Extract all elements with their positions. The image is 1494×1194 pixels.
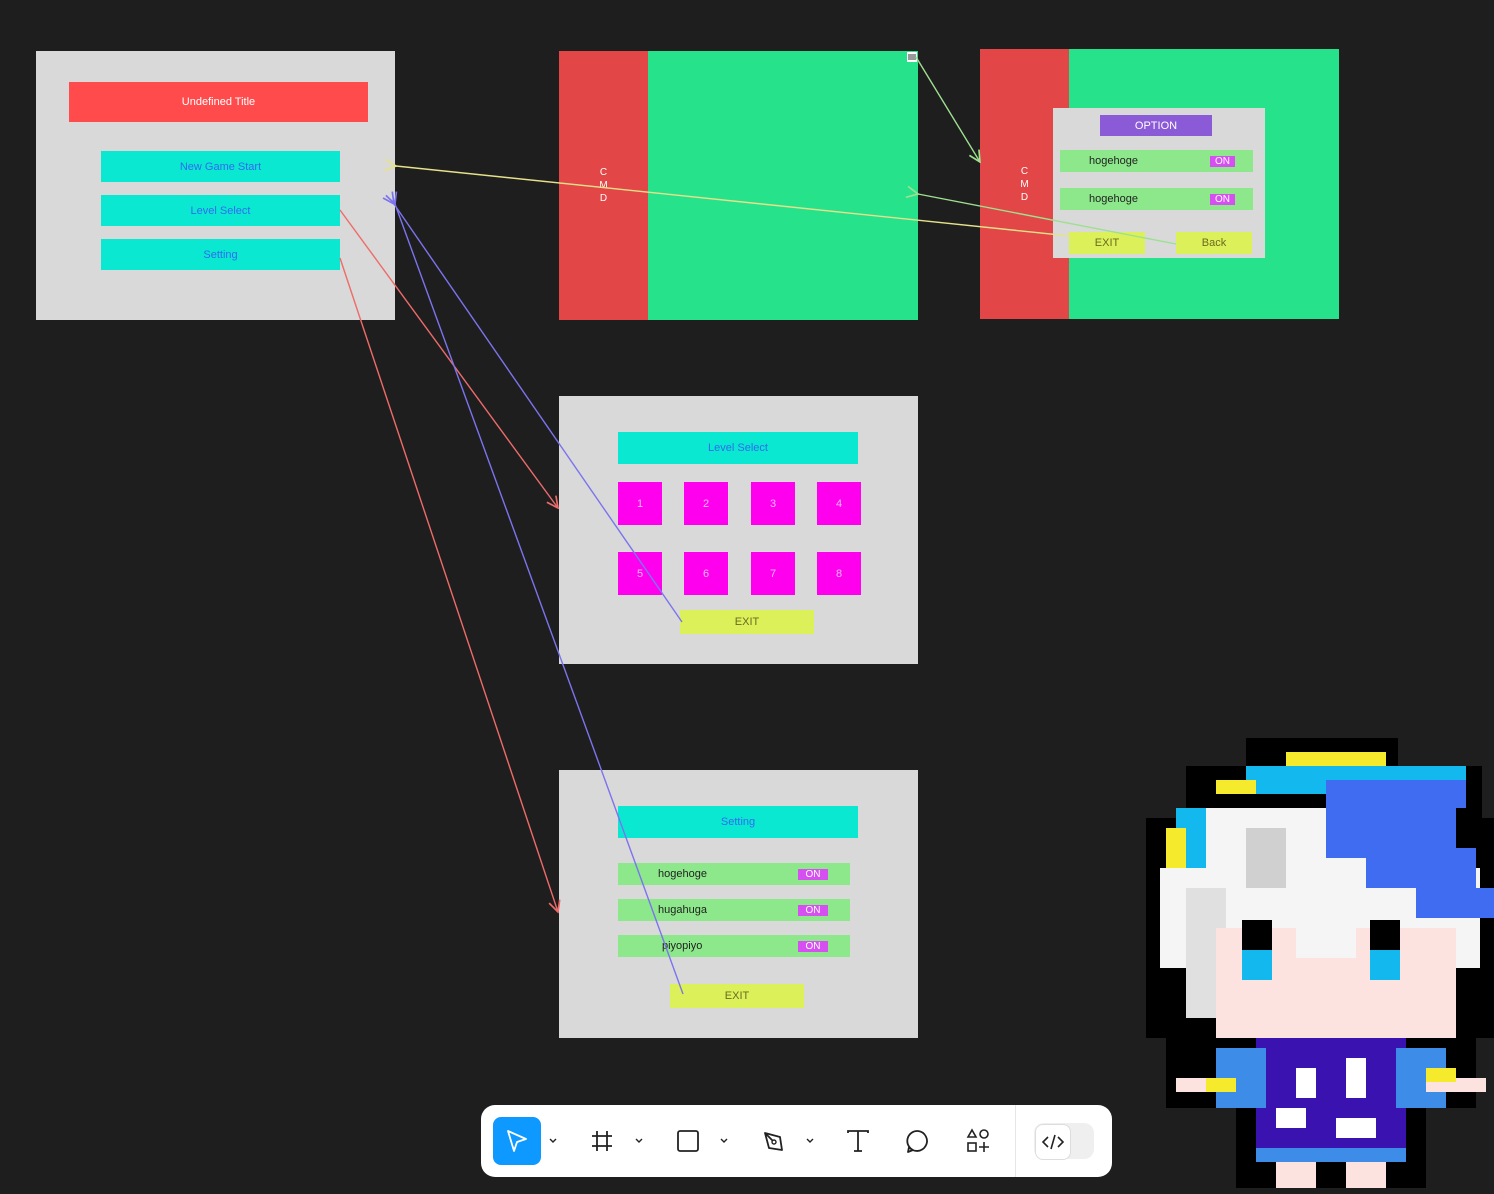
comment-icon <box>906 1130 928 1153</box>
cursor-icon <box>507 1130 527 1152</box>
chevron-down-icon[interactable] <box>804 1135 816 1147</box>
option-row[interactable]: hogehoge ON <box>1060 150 1253 172</box>
menu-icon[interactable] <box>907 52 917 62</box>
game-screen-frame[interactable]: C M D <box>559 51 918 320</box>
level-select-header: Level Select <box>618 432 858 464</box>
frame-tool-button[interactable] <box>578 1117 626 1165</box>
title-banner: Undefined Title <box>69 82 368 122</box>
level-select-button[interactable]: Level Select <box>101 195 340 226</box>
rectangle-icon <box>677 1130 699 1152</box>
pen-tool-button[interactable] <box>749 1117 797 1165</box>
code-icon <box>1041 1134 1065 1150</box>
setting-button[interactable]: Setting <box>101 239 340 270</box>
chevron-down-icon[interactable] <box>718 1135 730 1147</box>
setting-row-label: hogehoge <box>658 868 707 880</box>
level-7-button[interactable]: 7 <box>751 552 795 595</box>
cmd-label: C M D <box>1020 165 1029 203</box>
chevron-down-icon[interactable] <box>547 1135 559 1147</box>
option-exit-button[interactable]: EXIT <box>1069 232 1145 254</box>
setting-row-label: hugahuga <box>658 904 707 916</box>
cmd-panel: C M D <box>559 51 648 320</box>
level-2-button[interactable]: 2 <box>684 482 728 525</box>
cmd-label: C M D <box>599 167 608 204</box>
setting-row[interactable]: hugahuga ON <box>618 899 850 921</box>
rectangle-tool-button[interactable] <box>664 1117 712 1165</box>
level-1-button[interactable]: 1 <box>618 482 662 525</box>
setting-row-label: piyopiyo <box>662 940 703 952</box>
dev-mode-toggle[interactable] <box>1034 1123 1094 1160</box>
frame-icon <box>592 1131 612 1151</box>
title-screen-frame[interactable]: Undefined Title New Game Start Level Sel… <box>36 51 395 320</box>
level-exit-button[interactable]: EXIT <box>680 610 814 634</box>
option-header: OPTION <box>1100 115 1212 136</box>
level-4-button[interactable]: 4 <box>817 482 861 525</box>
link-menu-to-option <box>915 56 980 162</box>
shapes-plus-icon <box>966 1128 989 1152</box>
on-toggle[interactable]: ON <box>798 869 828 880</box>
pen-icon <box>764 1132 783 1151</box>
text-tool-button[interactable] <box>834 1117 882 1165</box>
level-6-button[interactable]: 6 <box>684 552 728 595</box>
bottom-toolbar <box>481 1105 1112 1177</box>
dev-mode-button[interactable] <box>1035 1124 1071 1160</box>
setting-exit-button[interactable]: EXIT <box>670 984 804 1008</box>
link-setting <box>339 257 558 912</box>
option-row[interactable]: hogehoge ON <box>1060 188 1253 210</box>
option-back-button[interactable]: Back <box>1176 232 1252 254</box>
setting-row[interactable]: piyopiyo ON <box>618 935 850 957</box>
level-5-button[interactable]: 5 <box>618 552 662 595</box>
text-icon <box>847 1130 869 1152</box>
option-row-label: hogehoge <box>1089 193 1138 205</box>
option-row-label: hogehoge <box>1089 155 1138 167</box>
toolbar-divider <box>1015 1105 1016 1177</box>
actions-tool-button[interactable] <box>954 1117 1002 1165</box>
level-select-frame[interactable]: Level Select 1 2 3 4 5 6 7 8 EXIT <box>559 396 918 664</box>
on-toggle[interactable]: ON <box>1210 156 1235 167</box>
setting-header: Setting <box>618 806 858 838</box>
on-toggle[interactable]: ON <box>798 905 828 916</box>
setting-row[interactable]: hogehoge ON <box>618 863 850 885</box>
option-screen-frame[interactable]: C M D OPTION hogehoge ON hogehoge ON EXI… <box>980 49 1339 319</box>
level-3-button[interactable]: 3 <box>751 482 795 525</box>
move-tool-button[interactable] <box>493 1117 541 1165</box>
pixel-character-sticker <box>1146 738 1494 1188</box>
comment-tool-button[interactable] <box>894 1117 942 1165</box>
option-dialog: OPTION hogehoge ON hogehoge ON EXIT Back <box>1053 108 1265 258</box>
chevron-down-icon[interactable] <box>633 1135 645 1147</box>
level-8-button[interactable]: 8 <box>817 552 861 595</box>
on-toggle[interactable]: ON <box>798 941 828 952</box>
on-toggle[interactable]: ON <box>1210 194 1235 205</box>
new-game-button[interactable]: New Game Start <box>101 151 340 182</box>
setting-frame[interactable]: Setting hogehoge ON hugahuga ON piyopiyo… <box>559 770 918 1038</box>
